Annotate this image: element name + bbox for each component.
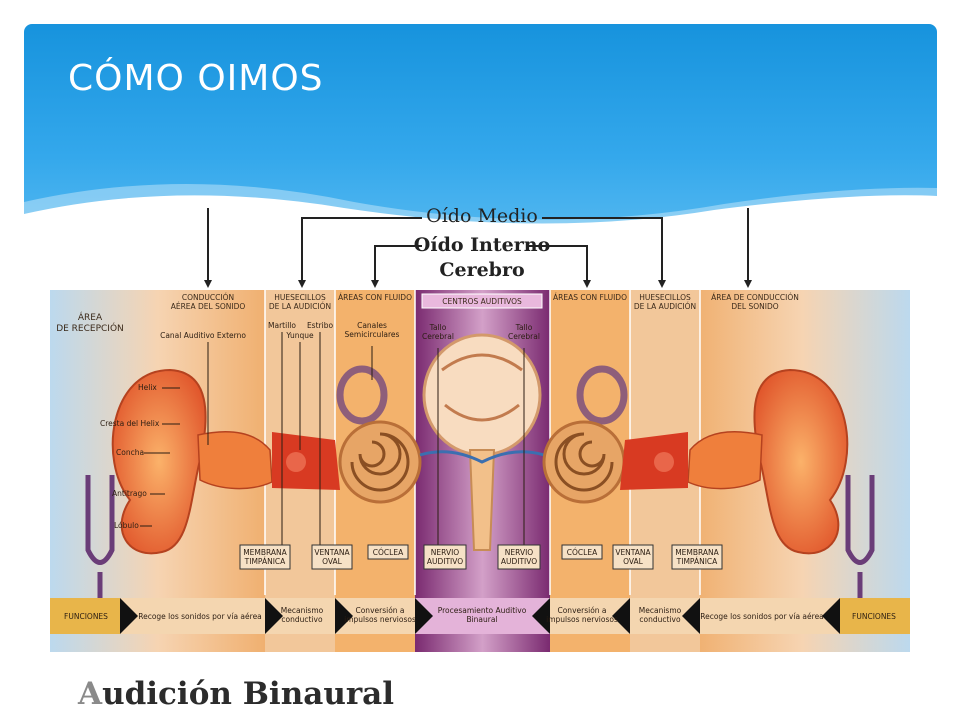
box-coclea-left: CÓCLEA [373, 548, 404, 557]
label-martillo: Martillo [268, 321, 296, 330]
box-coclea-right: CÓCLEA [567, 548, 598, 557]
caption-text: udición Binaural [102, 676, 395, 712]
title-banner: CÓMO OIMOS [24, 24, 937, 246]
slide-title: CÓMO OIMOS [68, 58, 324, 99]
label-oido-interno: Oído Interno [414, 234, 550, 256]
banner-wave [24, 184, 937, 246]
label-yunque: Yunque [285, 331, 314, 340]
label-estribo: Estribo [307, 321, 334, 330]
label-concha: Concha [116, 448, 144, 457]
functions-bar: FUNCIONES Recoge los sonidos por vía aér… [50, 598, 910, 634]
label-cerebro: Cerebro [439, 259, 524, 281]
label-helix: Helix [138, 383, 157, 392]
left-cochlea [336, 365, 422, 504]
brain [419, 333, 545, 551]
left-ear [111, 368, 340, 555]
zone-fluido-left: ÁREAS CON FLUIDO [338, 293, 412, 302]
label-antitrago: Antitrago [112, 489, 147, 498]
right-ear [620, 368, 849, 555]
label-lobulo: Lóbulo [114, 521, 139, 530]
func-funciones-left: FUNCIONES [64, 612, 108, 621]
label-canal-auditivo: Canal Auditivo Externo [160, 331, 246, 340]
anatomy-leaders [140, 332, 525, 545]
label-oido-medio: Oído Medio [426, 205, 538, 227]
func-funciones-right: FUNCIONES [852, 612, 896, 621]
func-recoge-left: Recoge los sonidos por vía aérea [138, 612, 262, 621]
top-brackets [207, 208, 749, 286]
ear-diagram: Oído Medio Oído Interno Cerebro [50, 205, 910, 652]
caption-first-letter: A [78, 676, 103, 712]
label-cresta-helix: Cresta del Helix [100, 419, 160, 428]
caption-audicion-binaural: Audición Binaural [78, 676, 394, 712]
func-recoge-right: Recoge los sonidos por vía aérea [700, 612, 824, 621]
zone-centros-auditivos: CENTROS AUDITIVOS [442, 297, 522, 306]
zone-fluido-right: ÁREAS CON FLUIDO [553, 293, 627, 302]
